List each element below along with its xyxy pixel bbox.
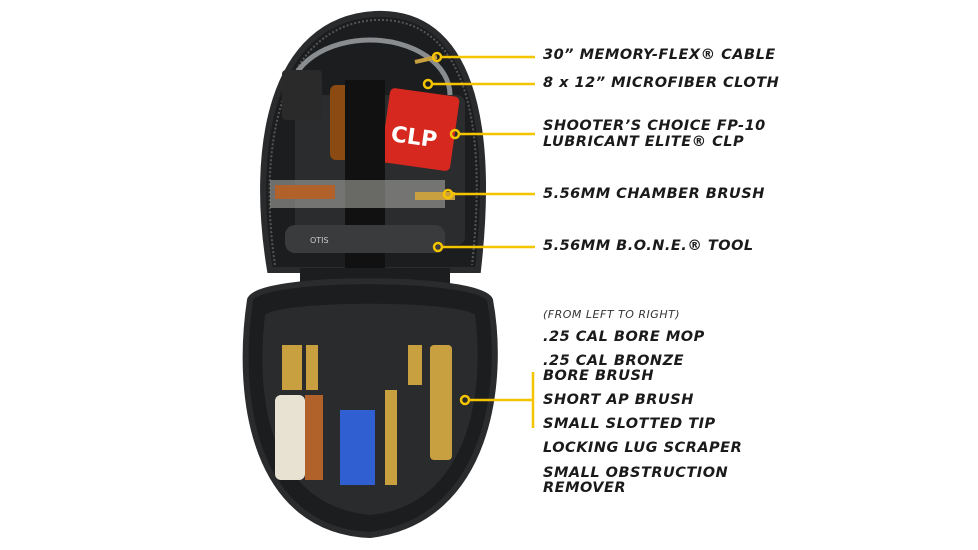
callout-dot-chamber-brush [442, 188, 454, 200]
bore-mop [275, 395, 305, 480]
callout-clp-line2: LUBRICANT ELITE® CLP [543, 134, 745, 150]
item-bronze-brush-line2: BORE BRUSH [543, 368, 655, 384]
item-obstruction-remover-line1: SMALL OBSTRUCTION [543, 465, 729, 481]
item-ap-brush: SHORT AP BRUSH [543, 392, 694, 408]
item-obstruction-remover-line2: REMOVER [543, 480, 627, 496]
callout-dot-clp [449, 128, 461, 140]
clp-bottle [380, 88, 460, 171]
callout-dot-cable [431, 51, 443, 63]
callout-dot-bone-tool [432, 241, 444, 253]
order-note: (FROM LEFT TO RIGHT) [543, 308, 681, 321]
callout-lines [422, 51, 535, 428]
callout-cable: 30” MEMORY-FLEX® CABLE [543, 47, 776, 63]
callout-dot-cloth [422, 78, 434, 90]
bronze-brush-shank [306, 345, 318, 390]
item-slotted-tip: SMALL SLOTTED TIP [543, 416, 716, 432]
item-bore-mop: .25 CAL BORE MOP [543, 329, 705, 345]
callout-chamber-brush: 5.56MM CHAMBER BRUSH [543, 186, 765, 202]
item-lug-scraper: LOCKING LUG SCRAPER [543, 440, 743, 456]
lid-zipper [268, 18, 478, 266]
small-brass-fitting [408, 345, 422, 385]
callout-clp-line1: SHOOTER’S CHOICE FP-10 [543, 118, 766, 134]
callout-bone-tool: 5.56MM B.O.N.E.® TOOL [543, 238, 754, 254]
lug-scraper [430, 345, 452, 460]
item-bronze-brush-line1: .25 CAL BRONZE [543, 353, 684, 369]
chamber-brush-bristles [275, 185, 335, 199]
bore-mop-shank [282, 345, 302, 390]
callout-dot-tray [459, 394, 471, 406]
bone-tool [285, 225, 445, 253]
bottle-cap [282, 70, 322, 120]
callout-cloth: 8 x 12” MICROFIBER CLOTH [543, 75, 780, 91]
slotted-tip [385, 390, 397, 485]
tool-brand: OTIS [310, 236, 329, 245]
ap-brush [340, 410, 375, 485]
chamber-brush-handle [415, 192, 455, 200]
bronze-brush [305, 395, 323, 480]
